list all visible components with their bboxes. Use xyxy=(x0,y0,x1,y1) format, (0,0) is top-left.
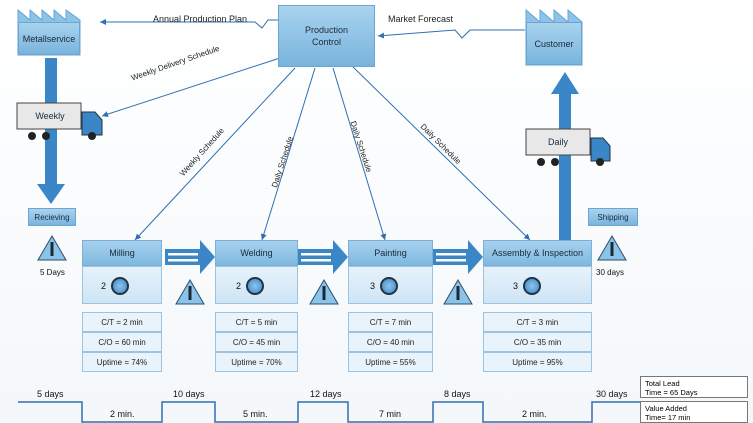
process-body-painting xyxy=(348,266,433,304)
timeline-days-label: 10 days xyxy=(173,389,205,399)
market-forecast-arrow xyxy=(377,29,525,39)
inbound-material-arrow xyxy=(37,58,65,204)
inventory-3-icon xyxy=(443,279,473,305)
changeover-time: C/O = 60 min xyxy=(82,332,162,352)
production-control-box: Production Control xyxy=(278,5,375,67)
customer-label: Customer xyxy=(534,38,574,49)
timeline-days-label: 8 days xyxy=(444,389,471,399)
inventory-start-label: 5 Days xyxy=(40,268,65,277)
timeline-line xyxy=(18,401,640,423)
shipping-label: Shipping xyxy=(597,212,629,222)
shipping-box: Shipping xyxy=(588,208,638,226)
process-header-milling: Milling xyxy=(82,240,162,266)
production-control-label: Production Control xyxy=(304,25,349,47)
timeline-minutes-label: 2 min. xyxy=(110,409,135,419)
inbound-truck-icon xyxy=(16,102,103,140)
total-lead-value: Time = 65 Days xyxy=(645,388,698,397)
uptime: Uptime = 95% xyxy=(483,352,592,372)
operator-icon xyxy=(523,277,541,295)
uptime: Uptime = 74% xyxy=(82,352,162,372)
inventory-2-icon xyxy=(309,279,339,305)
push-arrow-3 xyxy=(433,240,483,274)
process-name: Welding xyxy=(240,248,273,258)
uptime: Uptime = 55% xyxy=(348,352,433,372)
annual-plan-label: Annual Production Plan xyxy=(153,14,248,24)
inventory-end-icon xyxy=(597,235,627,261)
changeover-time: C/O = 35 min xyxy=(483,332,592,352)
operator-count: 3 xyxy=(370,281,376,291)
changeover-time: C/O = 45 min xyxy=(215,332,298,352)
operator-count: 2 xyxy=(236,281,242,291)
operator-count: 3 xyxy=(513,281,519,291)
outbound-truck-label: Daily xyxy=(547,137,568,147)
operator-icon xyxy=(111,277,129,295)
timeline-days-label: 30 days xyxy=(596,389,628,399)
daily-2-arrow xyxy=(332,67,387,241)
timeline-minutes-label: 2 min. xyxy=(522,409,547,419)
process-header-assembly: Assembly & Inspection xyxy=(483,240,592,266)
push-arrow-2 xyxy=(298,240,348,274)
timeline-days-label: 5 days xyxy=(37,389,64,399)
inbound-truck-label: Weekly xyxy=(35,111,65,121)
customer-box: Customer xyxy=(526,22,582,65)
cycle-time: C/T = 3 min xyxy=(483,312,592,332)
supplier-box: Metallservice xyxy=(18,22,80,55)
uptime: Uptime = 70% xyxy=(215,352,298,372)
timeline-minutes-label: 5 min. xyxy=(243,409,268,419)
receiving-box: Recieving xyxy=(28,208,76,226)
process-name: Assembly & Inspection xyxy=(491,248,584,258)
cycle-time: C/T = 5 min xyxy=(215,312,298,332)
weekly-delivery-arrow xyxy=(101,57,281,117)
value-added-value: Time= 17 min xyxy=(645,413,691,422)
process-header-painting: Painting xyxy=(348,240,433,266)
receiving-label: Recieving xyxy=(34,212,70,222)
changeover-time: C/O = 40 min xyxy=(348,332,433,352)
inventory-1-icon xyxy=(175,279,205,305)
total-lead-label: Total Lead xyxy=(645,379,680,388)
supplier-label: Metallservice xyxy=(22,33,76,44)
annual-plan-arrow xyxy=(100,19,278,29)
value-added-time-box: Value Added Time= 17 min xyxy=(640,401,748,423)
daily-1-arrow xyxy=(260,67,316,241)
operator-count: 2 xyxy=(101,281,107,291)
market-forecast-label: Market Forecast xyxy=(388,14,454,24)
daily-3-arrow xyxy=(349,63,531,241)
cycle-time: C/T = 2 min xyxy=(82,312,162,332)
timeline-days-label: 12 days xyxy=(310,389,342,399)
value-added-label: Value Added xyxy=(645,404,687,413)
timeline-minutes-label: 7 min xyxy=(379,409,402,419)
operator-icon xyxy=(246,277,264,295)
inventory-start-icon xyxy=(37,235,67,261)
operator-icon xyxy=(380,277,398,295)
outbound-material-arrow xyxy=(551,72,579,242)
cycle-time: C/T = 7 min xyxy=(348,312,433,332)
outbound-truck-icon xyxy=(525,128,611,166)
total-lead-time-box: Total Lead Time = 65 Days xyxy=(640,376,748,398)
process-header-welding: Welding xyxy=(215,240,298,266)
push-arrow-1 xyxy=(165,240,215,274)
inventory-end-label: 30 days xyxy=(596,268,625,277)
process-name: Milling xyxy=(109,248,135,258)
process-name: Painting xyxy=(374,248,407,258)
weekly-schedule-arrow xyxy=(134,67,296,241)
